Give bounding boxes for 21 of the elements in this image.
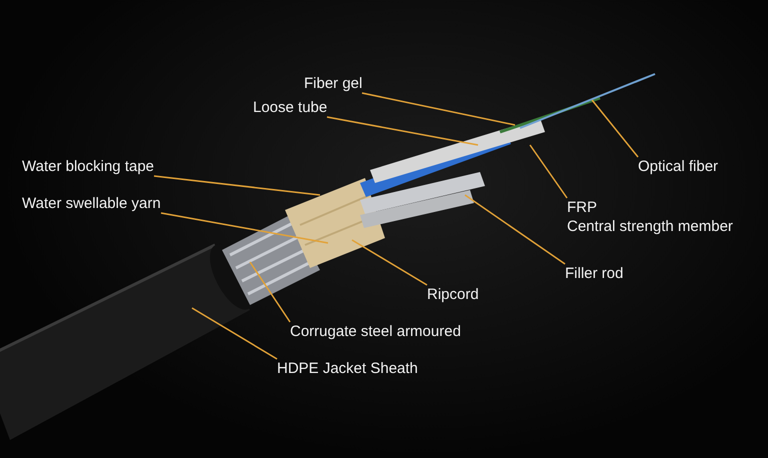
part-label: Fiber gel xyxy=(304,74,362,93)
part-label: Filler rod xyxy=(565,264,624,283)
leader-line xyxy=(362,92,516,126)
leader-line xyxy=(326,116,478,146)
leader-line xyxy=(249,262,291,322)
part-label: HDPE Jacket Sheath xyxy=(277,359,418,378)
leader-line xyxy=(192,307,278,360)
leader-line xyxy=(529,144,568,198)
part-label: FRP xyxy=(567,198,598,217)
leader-line xyxy=(591,100,639,158)
leader-line xyxy=(154,175,320,196)
part-label: Corrugate steel armoured xyxy=(290,322,461,341)
part-label: Water blocking tape xyxy=(22,157,154,176)
part-label: Ripcord xyxy=(427,285,479,304)
leader-line xyxy=(352,239,428,286)
part-label: Water swellable yarn xyxy=(22,194,161,213)
part-label: Loose tube xyxy=(253,98,328,117)
part-label: Central strength member xyxy=(567,217,733,236)
leader-line xyxy=(160,212,328,244)
leader-line xyxy=(464,194,566,265)
part-label: Optical fiber xyxy=(638,157,718,176)
